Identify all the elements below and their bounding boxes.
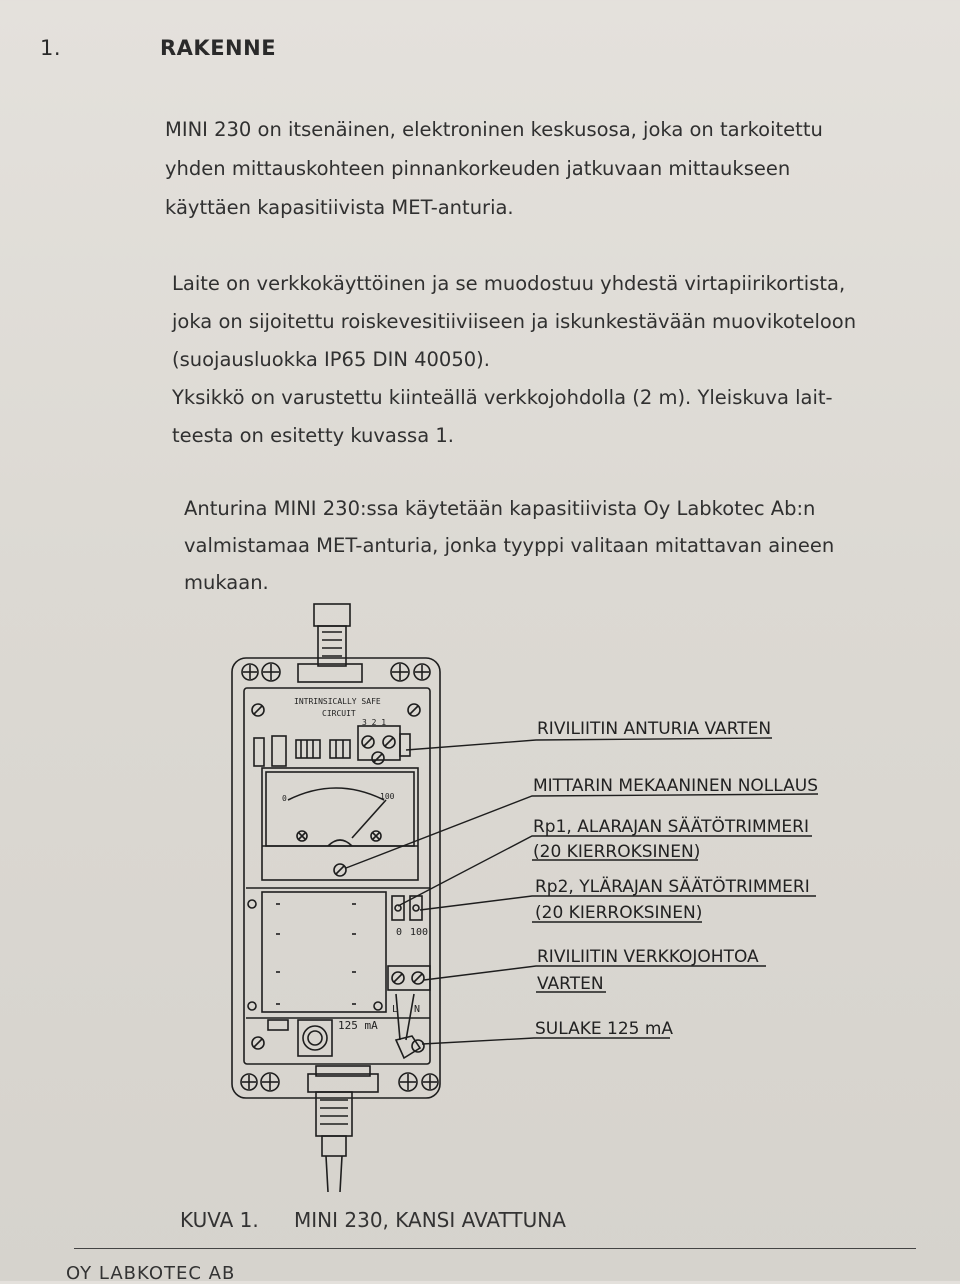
component-row: [253, 735, 351, 767]
fuse-rating-label: 125 mA: [338, 1019, 378, 1032]
callout-sensor-terminal: RIVILIITIN ANTURIA VARTEN: [537, 719, 771, 739]
corner-screws: [240, 662, 439, 1092]
callout-rp2: Rp2, YLÄRAJAN SÄÄTÖTRIMMERI: [535, 875, 810, 897]
relay-module: [247, 891, 387, 1013]
callout-rp1-sub: (20 KIERROKSINEN): [533, 842, 700, 862]
terminal-label-l: L: [392, 1004, 398, 1015]
enclosure-housing: [231, 657, 441, 1099]
paragraph-line: yhden mittauskohteen pinnankorkeuden jat…: [165, 157, 791, 180]
terminal-label-n: N: [414, 1004, 420, 1015]
meter-scale-min: 0: [282, 794, 287, 803]
analog-meter: [261, 767, 419, 881]
power-terminal-block: [387, 965, 431, 1041]
paragraph-line: teesta on esitetty kuvassa 1.: [172, 424, 454, 447]
section-title: RAKENNE: [160, 36, 277, 60]
paragraph-line: Laite on verkkokäyttöinen ja se muodostu…: [172, 272, 846, 295]
callout-leaders: [345, 737, 819, 1045]
trim-scale-max: 100: [410, 927, 428, 938]
meter-scale-max: 100: [380, 792, 395, 801]
paragraph-2: Laite on verkkokäyttöinen ja se muodostu…: [172, 265, 856, 455]
callout-meter-zero: MITTARIN MEKAANINEN NOLLAUS: [533, 776, 818, 796]
paragraph-line: MINI 230 on itsenäinen, elektroninen kes…: [165, 118, 823, 141]
paragraph-1: MINI 230 on itsenäinen, elektroninen kes…: [165, 110, 823, 227]
callout-rp2-sub: (20 KIERROKSINEN): [535, 903, 702, 923]
section-number: 1.: [40, 36, 62, 60]
caption-text: MINI 230, KANSI AVATTUNA: [294, 1208, 566, 1232]
paragraph-3: Anturina MINI 230:ssa käytetään kapasiti…: [184, 490, 834, 601]
terminal-numbers: 3 2 1: [362, 718, 386, 727]
paragraph-line: käyttäen kapasitiivista MET-anturia.: [165, 196, 514, 219]
trim-scale-min: 0: [396, 927, 402, 938]
paragraph-line: (suojausluokka IP65 DIN 40050).: [172, 348, 490, 371]
paragraph-line: valmistamaa MET-anturia, jonka tyyppi va…: [184, 534, 835, 557]
trimmer-rp2: [409, 895, 423, 921]
top-cable-gland: [313, 603, 351, 667]
trimmer-rp1: [391, 895, 405, 921]
meter-needle: [351, 799, 387, 839]
callout-fuse: SULAKE 125 mA: [535, 1019, 673, 1039]
board-label-line2: CIRCUIT: [322, 709, 356, 718]
callout-power-terminal-sub: VARTEN: [537, 974, 604, 994]
board-label-line1: INTRINSICALLY SAFE: [294, 697, 381, 706]
board-screws: [251, 703, 421, 1050]
paragraph-line: Yksikkö on varustettu kiinteällä verkkoj…: [172, 386, 833, 409]
paragraph-line: Anturina MINI 230:ssa käytetään kapasiti…: [184, 497, 816, 520]
callout-power-terminal: RIVILIITIN VERKKOJOHTOA: [537, 947, 759, 967]
zero-adjust-screw: [333, 863, 347, 877]
fuse-holder: [267, 1019, 425, 1060]
bottom-cable-gland: [315, 1091, 353, 1193]
paragraph-line: mukaan.: [184, 571, 269, 594]
sensor-terminal-block: [357, 725, 411, 765]
footer-company: OY LABKOTEC AB: [66, 1263, 236, 1284]
caption-label: KUVA 1.: [180, 1208, 259, 1232]
paragraph-line: joka on sijoitettu roiskevesitiiviiseen …: [172, 310, 857, 333]
callout-rp1: Rp1, ALARAJAN SÄÄTÖTRIMMERI: [533, 815, 809, 837]
footer-rule: [74, 1248, 916, 1249]
